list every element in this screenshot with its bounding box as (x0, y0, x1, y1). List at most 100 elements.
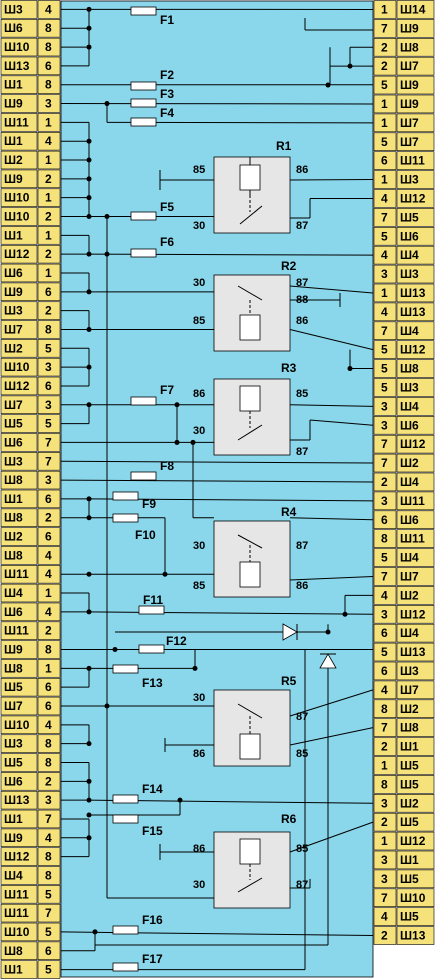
left-cell-pin (37, 508, 61, 527)
right-pin-label: 4 (381, 191, 388, 205)
right-connector-label: Ш11 (400, 532, 425, 546)
left-cell-pin (37, 677, 61, 697)
svg-text:F15: F15 (142, 824, 163, 838)
right-connector-label: Ш14 (400, 2, 426, 16)
right-connector-label: Ш5 (400, 872, 419, 886)
right-cell-connector (396, 812, 435, 832)
left-connector-label: Ш4 (4, 586, 23, 600)
left-cell-pin (37, 828, 61, 848)
left-connector-label: Ш7 (4, 322, 23, 336)
left-cell-connector (0, 809, 38, 829)
left-pin-label: 4 (45, 718, 52, 732)
left-cell-pin (37, 414, 61, 433)
left-cell-pin (37, 489, 61, 509)
right-pin-label: 4 (381, 588, 388, 602)
svg-text:F13: F13 (142, 676, 163, 690)
left-connector-label: Ш11 (4, 115, 29, 129)
left-connector-label: Ш8 (4, 548, 23, 562)
left-pin-label: 6 (45, 492, 52, 506)
left-connector-label: Ш7 (4, 699, 23, 713)
left-pin-label: 7 (45, 906, 52, 920)
left-cell-connector (0, 452, 38, 471)
left-pin-label: 4 (45, 548, 52, 562)
svg-text:R3: R3 (281, 361, 297, 375)
svg-text:86: 86 (193, 843, 205, 855)
left-pin-label: 3 (45, 360, 52, 374)
left-cell-connector (0, 489, 38, 509)
left-pin-label: 3 (45, 793, 52, 807)
left-connector-label: Ш12 (4, 850, 30, 864)
svg-text:87: 87 (296, 220, 308, 232)
left-cell-pin (37, 150, 61, 170)
left-cell-pin (37, 621, 61, 640)
right-cell-pin (373, 793, 397, 813)
right-pin-label: 3 (381, 418, 388, 432)
wire-junction (325, 629, 331, 635)
right-connector-label: Ш7 (400, 135, 419, 149)
left-connector-label: Ш12 (4, 379, 30, 393)
left-cell-connector (0, 790, 38, 810)
relay-r4: R4 30 87 85 86 (193, 505, 308, 598)
left-cell-pin (37, 94, 61, 113)
left-cell-pin (37, 527, 61, 546)
left-cell-pin (37, 301, 61, 320)
wire-segment (289, 285, 374, 294)
right-cell-connector (396, 793, 435, 813)
right-connector-label: Ш4 (400, 324, 419, 338)
right-pin-label: 2 (381, 40, 388, 54)
right-cell-pin (373, 850, 397, 870)
left-pin-label: 8 (45, 868, 52, 882)
left-cell-connector (0, 941, 38, 960)
svg-text:85: 85 (193, 580, 205, 592)
right-pin-label: 1 (381, 2, 388, 16)
left-connector-label: Ш1 (4, 228, 23, 242)
left-cell-pin (37, 169, 61, 189)
left-cell-pin (37, 866, 61, 885)
right-cell-connector (396, 434, 435, 454)
left-cell-pin (37, 226, 61, 245)
left-cell-pin (37, 19, 61, 38)
right-cell-pin (373, 0, 397, 19)
right-cell-pin (373, 623, 397, 643)
left-cell-connector (0, 734, 38, 753)
right-cell-connector (396, 718, 435, 737)
left-cell-connector (0, 602, 38, 622)
left-cell-pin (37, 470, 61, 490)
right-connector-label: Ш3 (400, 664, 419, 678)
wire-segment (88, 611, 374, 615)
right-cell-pin (373, 453, 397, 473)
right-cell-pin (373, 19, 397, 38)
right-connector-label: Ш5 (400, 910, 419, 924)
left-pin-label: 5 (45, 341, 52, 355)
left-cell-pin (37, 659, 61, 678)
left-cell-connector (0, 75, 38, 94)
left-cell-pin (37, 75, 61, 94)
left-connector-label: Ш9 (4, 97, 23, 111)
wire-junction (104, 214, 110, 220)
left-connector-label: Ш3 (4, 737, 23, 751)
left-pin-label: 4 (45, 2, 52, 16)
wire-junction (347, 366, 353, 372)
